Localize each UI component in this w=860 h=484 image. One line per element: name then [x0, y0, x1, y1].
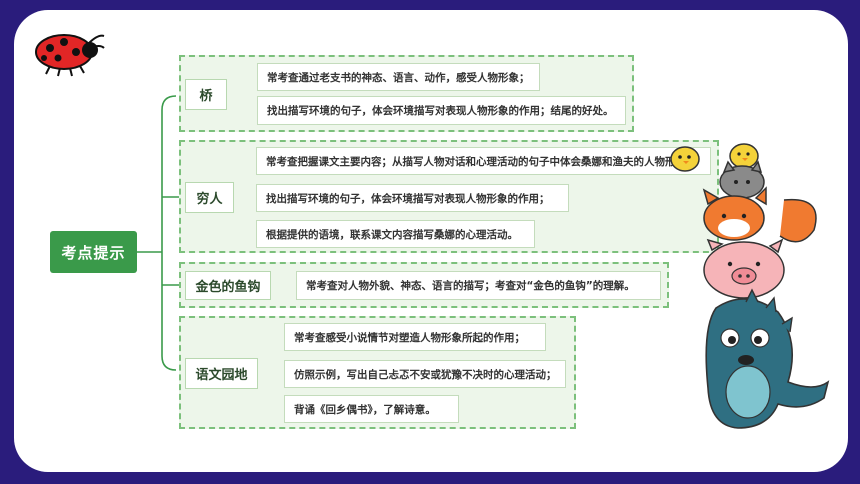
leaf-poor-people-3[interactable]: 根据提供的语境，联系课文内容描写桑娜的心理活动。: [256, 220, 535, 248]
leaf-language-garden-3[interactable]: 背诵《回乡偶书》，了解诗意。: [284, 395, 459, 423]
leaf-bridge-2[interactable]: 找出描写环境的句子，体会环境描写对表现人物形象的作用；结尾的好处。: [257, 96, 626, 125]
ladybug-icon: [35, 34, 105, 77]
leaf-poor-people-2[interactable]: 找出描写环境的句子，体会环境描写对表现人物形象的作用；: [256, 184, 569, 212]
chick-icon: [670, 146, 700, 172]
root-node[interactable]: 考点提示: [50, 231, 137, 273]
topic-bridge[interactable]: 桥: [185, 79, 227, 110]
leaf-language-garden-2[interactable]: 仿照示例，写出自己忐忑不安或犹豫不决时的心理活动；: [284, 360, 566, 388]
leaf-bridge-1[interactable]: 常考查通过老支书的神态、语言、动作，感受人物形象；: [257, 63, 540, 91]
connector-trunk: [161, 95, 177, 371]
leaf-golden-hook-1[interactable]: 常考查对人物外貌、神态、语言的描写；考查对“金色的鱼钩”的理解。: [296, 271, 661, 300]
topic-poor-people[interactable]: 穷人: [185, 182, 234, 213]
leaf-poor-people-1[interactable]: 常考查把握课文主要内容；从描写人物对话和心理活动的句子中体会桑娜和渔夫的人物形象: [256, 147, 711, 175]
animal-stack-illustration: [702, 143, 830, 429]
topic-language-garden[interactable]: 语文园地: [185, 358, 258, 389]
leaf-language-garden-1[interactable]: 常考查感受小说情节对塑造人物形象所起的作用；: [284, 323, 546, 351]
topic-golden-hook[interactable]: 金色的鱼钩: [185, 271, 271, 300]
